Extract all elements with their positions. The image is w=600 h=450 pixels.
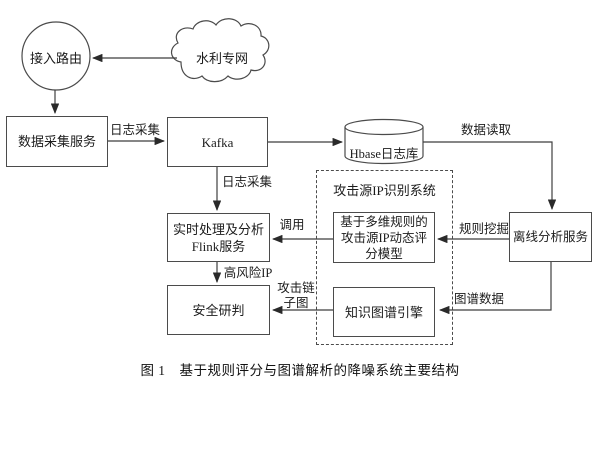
figure-caption: 图 1 基于规则评分与图谱解析的降噪系统主要结构	[140, 363, 460, 378]
edge-label-attack-chain-line1: 攻击链	[277, 281, 315, 295]
edge-label-data-read: 数据读取	[460, 123, 511, 137]
access-router-label: 接入路由	[29, 51, 82, 66]
hbase-log-db-label: Hbase日志库	[349, 147, 419, 161]
node-offline-analysis: 离线分析服务	[509, 212, 592, 262]
edge-label-invoke: 调用	[279, 218, 305, 232]
edge-label-attack-chain-line2: 子图	[283, 296, 309, 310]
water-network-label: 水利专网	[195, 51, 248, 66]
attack-ip-system-title: 攻击源IP识别系统	[333, 183, 436, 198]
access-router-circle	[21, 21, 91, 91]
node-kafka-label: Kafka	[201, 134, 234, 150]
node-scoring-model: 基于多维规则的 攻击源IP动态评 分模型	[333, 212, 435, 263]
edge-label-high-risk-ip: 高风险IP	[223, 266, 273, 280]
node-data-collection-label: 数据采集服务	[17, 134, 96, 149]
arrow-offline-to-knowledgegraph	[438, 262, 552, 315]
node-realtime-flink: 实时处理及分析 Flink服务	[167, 213, 270, 262]
edge-label-log-collection-2: 日志采集	[221, 175, 272, 189]
edge-label-rule-mining: 规则挖掘	[458, 222, 509, 236]
attack-ip-system-boundary	[316, 170, 453, 345]
edge-label-graph-data: 图谱数据	[453, 292, 504, 306]
node-security-judgment: 安全研判	[167, 285, 270, 335]
node-offline-analysis-label: 离线分析服务	[512, 229, 588, 244]
node-knowledge-graph-label: 知识图谱引擎	[344, 304, 423, 320]
edge-label-log-collection-1: 日志采集	[109, 123, 160, 137]
node-kafka: Kafka	[167, 117, 268, 167]
node-data-collection: 数据采集服务	[6, 116, 108, 167]
node-scoring-model-line3: 分模型	[365, 246, 403, 261]
node-scoring-model-line2: 攻击源IP动态评	[340, 230, 428, 245]
node-realtime-flink-line1: 实时处理及分析	[172, 221, 264, 237]
node-security-judgment-label: 安全研判	[192, 302, 245, 318]
edge-label-attack-chain-subgraph: 攻击链 子图	[274, 281, 318, 311]
cloud-shape	[171, 18, 270, 83]
node-knowledge-graph: 知识图谱引擎	[333, 287, 435, 337]
arrow-hbase-to-offline	[423, 141, 557, 211]
hbase-cylinder-body	[344, 127, 424, 165]
node-scoring-model-line1: 基于多维规则的	[340, 214, 428, 229]
hbase-cylinder-top	[344, 118, 424, 136]
node-realtime-flink-line2: Flink服务	[191, 238, 246, 254]
